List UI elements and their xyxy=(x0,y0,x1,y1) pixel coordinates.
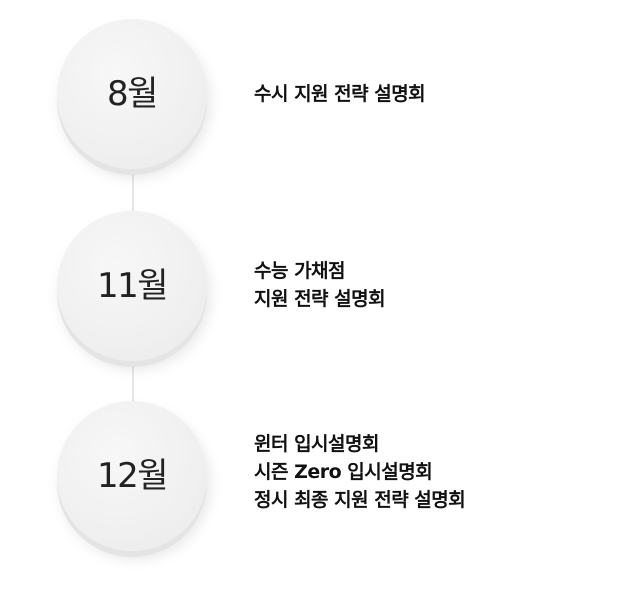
month-label: 11월 xyxy=(97,269,167,303)
event-description: 윈터 입시설명회 시즌 Zero 입시설명회 정시 최종 지원 전략 설명회 xyxy=(254,430,465,514)
event-line: 지원 전략 설명회 xyxy=(254,285,385,313)
event-description: 수시 지원 전략 설명회 xyxy=(254,80,425,108)
event-line: 수시 지원 전략 설명회 xyxy=(254,80,425,108)
month-label: 12월 xyxy=(97,459,167,493)
event-line: 정시 최종 지원 전략 설명회 xyxy=(254,486,465,514)
month-circle: 8월 xyxy=(57,19,207,169)
month-circle: 12월 xyxy=(57,401,207,551)
month-circle: 11월 xyxy=(57,211,207,361)
event-line: 시즌 Zero 입시설명회 xyxy=(254,458,465,486)
month-label: 8월 xyxy=(107,77,157,111)
event-description: 수능 가채점 지원 전략 설명회 xyxy=(254,257,385,313)
event-line: 수능 가채점 xyxy=(254,257,385,285)
event-line: 윈터 입시설명회 xyxy=(254,430,465,458)
